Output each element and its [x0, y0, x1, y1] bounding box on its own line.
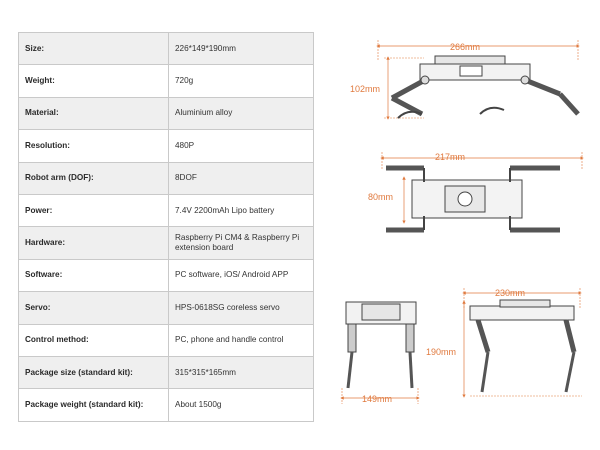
dimension-drawings: 266mm 102mm 217mm 80mm 149mm [320, 0, 600, 450]
spec-key: Robot arm (DOF): [18, 161, 169, 195]
spec-key: Weight: [18, 64, 169, 98]
spec-key: Package weight (standard kit): [18, 388, 169, 422]
spec-row-software: Software:PC software, iOS/ Android APP [18, 258, 314, 293]
spec-value: 7.4V 2200mAh Lipo battery [168, 193, 314, 228]
dim-top-depth: 80mm [368, 192, 393, 202]
spec-row-resolution: Resolution:480P [18, 129, 314, 163]
spec-row-dof: Robot arm (DOF):8DOF [18, 161, 314, 195]
spec-key: Size: [18, 31, 169, 66]
spec-row-size: Size:226*149*190mm [18, 31, 314, 66]
spec-row-hardware: Hardware:Raspberry Pi CM4 & Raspberry Pi… [18, 226, 314, 260]
spec-key: Servo: [18, 291, 169, 325]
dim-stand-height: 190mm [426, 347, 456, 357]
dim-front-width: 149mm [362, 394, 392, 404]
spec-value: Raspberry Pi CM4 & Raspberry Pi extensio… [168, 226, 314, 260]
spec-value: HPS-0618SG coreless servo [168, 291, 314, 325]
top-view-drawing [380, 152, 584, 233]
spec-table: Size:226*149*190mm Weight:720g Material:… [18, 31, 314, 422]
spec-key: Control method: [18, 323, 169, 357]
spec-value: 8DOF [168, 161, 314, 195]
spec-key: Software: [18, 258, 169, 293]
spec-row-package-size: Package size (standard kit):315*315*165m… [18, 355, 314, 390]
spec-value: About 1500g [168, 388, 314, 422]
spec-key: Power: [18, 193, 169, 228]
dim-top-width: 217mm [435, 152, 465, 162]
spec-value: 480P [168, 129, 314, 163]
spec-value: 720g [168, 64, 314, 98]
spec-value: Aluminium alloy [168, 96, 314, 131]
spec-value: 315*315*165mm [168, 355, 314, 390]
spec-key: Resolution: [18, 129, 169, 163]
standing-side-drawing [462, 288, 582, 398]
dim-stand-length: 230mm [495, 288, 525, 298]
spec-value: 226*149*190mm [168, 31, 314, 66]
spec-value: PC, phone and handle control [168, 323, 314, 357]
spec-row-package-weight: Package weight (standard kit):About 1500… [18, 388, 314, 422]
side-view-drawing [376, 40, 580, 120]
dim-side-length: 266mm [450, 42, 480, 52]
front-view-drawing [340, 301, 420, 404]
spec-row-material: Material:Aluminium alloy [18, 96, 314, 131]
dimension-drawings-svg: 266mm 102mm 217mm 80mm 149mm [340, 40, 584, 404]
spec-key: Hardware: [18, 226, 169, 260]
dim-side-height: 102mm [350, 84, 380, 94]
spec-value: PC software, iOS/ Android APP [168, 258, 314, 293]
spec-row-control: Control method:PC, phone and handle cont… [18, 323, 314, 357]
spec-key: Material: [18, 96, 169, 131]
spec-row-power: Power:7.4V 2200mAh Lipo battery [18, 193, 314, 228]
spec-row-weight: Weight:720g [18, 64, 314, 98]
spec-key: Package size (standard kit): [18, 355, 169, 390]
spec-row-servo: Servo:HPS-0618SG coreless servo [18, 291, 314, 325]
